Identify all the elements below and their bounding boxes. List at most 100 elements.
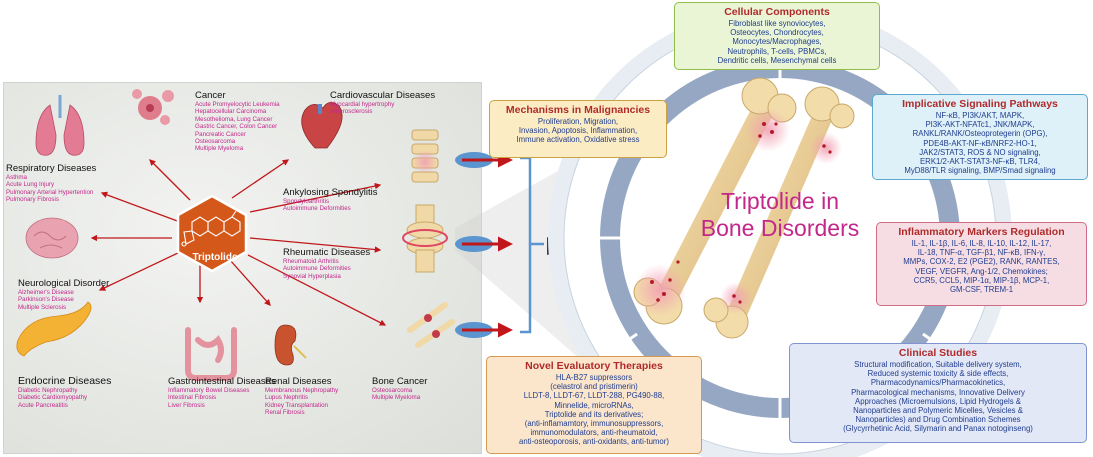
list-item: Nanoparticles and Polymeric Micelles, Ve… [853, 406, 1023, 416]
list-item: Synovial Hyperplasia [283, 272, 341, 280]
list-item: IL-1, IL-1β, IL-6, IL-8, IL-10, IL-12, I… [911, 239, 1052, 248]
kidney-icon [274, 324, 307, 366]
list-item: Mesothelioma, Lung Cancer [195, 115, 273, 123]
box-lines: HLA-B27 suppressors(celastrol and pristi… [491, 373, 697, 447]
list-item: Kidney Transplantation [265, 401, 328, 409]
list-item: GM-CSF, TREM-1 [949, 285, 1014, 295]
bone-cancer-icon [407, 302, 455, 348]
list-item: Hepatocellular Carcinoma [195, 108, 267, 116]
list-item: Spondyloarthritis [283, 198, 330, 205]
list-item: Gastric Cancer, Colon Cancer [195, 123, 278, 131]
disease-neuro: Neurological Disorder Alzheimer's Diseas… [18, 278, 109, 311]
list-item: Autoimmune Deformities [283, 265, 351, 273]
disease-title: Ankylosing Spondylitis [283, 187, 378, 198]
list-item: Pulmonary Fibrosis [6, 196, 59, 204]
list-item: Multiple Myeloma [372, 394, 421, 402]
box-lines: IL-1, IL-1β, IL-6, IL-8, IL-10, IL-12, I… [881, 239, 1082, 294]
list-item: Immune activation, Oxidative stress [516, 135, 640, 145]
list-item: IL-18, TNF-α, TGF-β1, NF-κB, IFN-γ, [917, 248, 1046, 258]
list-item: (Glycyrrhetinic Acid, Silymarin and Pana… [843, 424, 1033, 434]
list-item: Liver Fibrosis [168, 401, 205, 409]
pointer-blocks [455, 152, 513, 338]
list-item: Fibroblast like synoviocytes, [728, 19, 826, 28]
list-item: Intestinal Fibrosis [168, 394, 217, 402]
list-item: Approaches (Microemulsions, Lipid Hydrog… [855, 396, 1021, 406]
disease-title: Cancer [195, 90, 226, 101]
list-item: Parkinson's Disease [18, 296, 74, 304]
disease-gastro: Gastrointestinal Diseases Inflammatory B… [168, 376, 276, 409]
list-item: Multiple Myeloma [195, 145, 244, 153]
list-item: Autoimmune Deformities [283, 205, 351, 213]
list-item: NF-κB, PI3K/AKT, MAPK, [935, 111, 1025, 120]
list-item: Acute Pancreatitis [18, 401, 68, 409]
novel-therapies-box: Novel Evaluatory Therapies HLA-B27 suppr… [486, 356, 702, 454]
list-item: Structural modification, Suitable delive… [854, 360, 1022, 369]
list-item: Pharmacological mechanisms, Innovative D… [851, 387, 1025, 397]
disease-title: Bone Cancer [372, 376, 428, 387]
cancer-cells-icon [132, 89, 174, 125]
box-title: Novel Evaluatory Therapies [525, 360, 663, 372]
inflammatory-markers-box: Inflammatory Markers Regulation IL-1, IL… [876, 222, 1087, 306]
center-title-line1: Triptolide in [720, 188, 840, 214]
mechanisms-box: Mechanisms in Malignancies Proliferation… [489, 100, 667, 158]
list-item: ERK1/2-AKT-STAT3-NF-κB, TLR4, [919, 157, 1040, 167]
list-item: immunomodulators, anti-rheumatoid, [530, 428, 658, 438]
list-item: (celastrol and pristimerin) [550, 382, 638, 392]
list-item: Membranous Nephropathy [265, 387, 339, 394]
disease-title: Renal Diseases [265, 376, 332, 387]
list-item: Acute Promyelocytic Leukemia [195, 101, 280, 108]
list-item: JAK2/STAT3, ROS & NO signaling, [919, 147, 1041, 157]
list-item: Alzheimer's Disease [18, 289, 74, 296]
list-item: Pulmonary Arterial Hypertention [6, 188, 94, 196]
box-lines: Structural modification, Suitable delive… [794, 360, 1082, 434]
list-item: VEGF, VEGFR, Ang-1/2, Chemokines; [915, 266, 1048, 276]
heart-icon [301, 102, 343, 149]
list-item: Pancreatic Cancer [195, 130, 246, 138]
list-item: (anti-inflamamtory, immunosuppressors, [524, 419, 664, 429]
list-item: Minnelide, microRNAs, [554, 400, 634, 410]
list-item: MyD88/TLR signaling, BMP/Smad signaling [904, 166, 1056, 176]
list-item: PDE4B-AKT-NF-κB/NRF2-HO-1, [923, 138, 1037, 148]
list-item: Pharmacodynamics/Pharmacokinetics, [870, 378, 1006, 388]
list-item: Lupus Nephritis [265, 394, 308, 402]
list-item: HLA-B27 suppressors [555, 373, 633, 382]
box-lines: Fibroblast like synoviocytes,Osteocytes,… [679, 19, 875, 65]
disease-title: Gastrointestinal Diseases [168, 376, 276, 387]
knee-joint-icon [402, 204, 448, 273]
list-item: Acute Lung Injury [6, 181, 55, 189]
list-item: Myocardial hypertrophy [330, 101, 395, 108]
list-item: Invasion, Apoptosis, Inflammation, [518, 126, 638, 136]
triptolide-structure-icon [181, 210, 241, 247]
brain-icon [25, 217, 79, 259]
list-item: Proliferation, Migration, [537, 117, 619, 126]
disease-title: Cardiovascular Diseases [330, 90, 436, 101]
triptolide-label: Triptolide [192, 252, 238, 263]
center-title-line2: Bone Disorders [700, 215, 860, 241]
disease-title: Neurological Disorder [18, 278, 110, 289]
disease-title: Respiratory Diseases [6, 163, 97, 174]
list-item: Renal Fibrosis [265, 409, 305, 417]
center-title: Triptolide in Bone Disorders [690, 188, 870, 242]
box-title: Clinical Studies [898, 347, 978, 359]
list-item: Triptolide and its derivatives; [544, 409, 644, 419]
list-item: Osteocytes, Chondrocytes, [730, 28, 824, 38]
disease-cardio: Cardiovascular Diseases Myocardial hyper… [330, 90, 435, 116]
box-title: Mechanisms in Malignancies [505, 104, 651, 116]
list-item: Atherosclerosis [330, 108, 373, 116]
list-item: MMPs, COX-2, E2 (PGE2), RANK, RANTES, [903, 257, 1060, 267]
list-item: Monocytes/Macrophages, [732, 37, 822, 47]
radial-arrows [90, 159, 387, 326]
signaling-pathways-box: Implicative Signaling Pathways NF-κB, PI… [872, 94, 1088, 180]
